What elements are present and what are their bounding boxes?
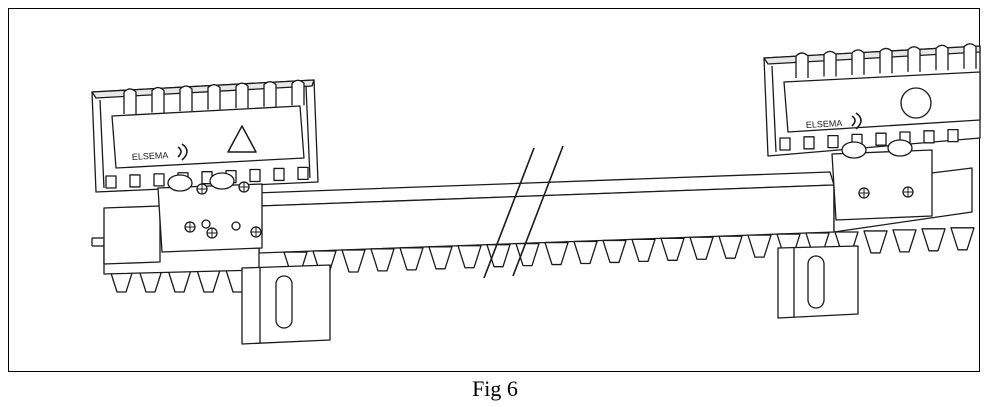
rack-tooth <box>892 229 917 253</box>
housing-rib <box>179 85 193 112</box>
housing-bottom-rib <box>803 136 815 150</box>
mounting-bracket-right <box>777 245 859 319</box>
housing-bottom-rib <box>153 173 165 187</box>
housing-bottom-rib <box>129 174 141 188</box>
housing-rib <box>123 88 137 114</box>
housing-bottom-rib <box>827 134 839 149</box>
gear-rack <box>103 167 975 293</box>
housing-rib <box>851 49 865 75</box>
rack-tooth <box>573 240 598 265</box>
rack-tooth <box>660 237 685 261</box>
bracket-left-slot <box>275 275 293 329</box>
left-hole-2 <box>231 221 241 231</box>
right-label-panel <box>783 71 981 133</box>
break-line-left <box>483 147 535 279</box>
housing-rib <box>235 82 249 109</box>
housing-bottom-rib <box>779 137 791 151</box>
housing-rib <box>879 47 893 74</box>
right-roller-1 <box>841 141 867 159</box>
warning-triangle-icon <box>227 125 257 153</box>
rack-tooth <box>515 242 540 267</box>
housing-rib <box>963 43 977 69</box>
rack-tooth <box>196 269 221 293</box>
right-brand-label: ELSEMA <box>806 118 843 130</box>
figure-caption: Fig 6 <box>472 376 518 401</box>
rack-tooth <box>428 246 453 270</box>
rack-tooth <box>602 239 627 264</box>
right-housing-bottom-ribs <box>779 128 959 151</box>
rack-tooth <box>863 230 888 254</box>
housing-rib <box>795 52 809 78</box>
left-roller-1 <box>167 174 193 192</box>
rack-tooth <box>544 241 569 266</box>
housing-bottom-rib <box>297 166 309 181</box>
left-limit-unit: ELSEMA <box>91 79 319 265</box>
mounting-bracket-left <box>241 264 331 345</box>
right-limit-unit: ELSEMA <box>763 43 981 221</box>
housing-rib <box>207 83 221 110</box>
left-wireless-icon <box>177 143 188 161</box>
housing-rib <box>823 50 837 77</box>
rack-tooth <box>167 269 192 293</box>
housing-bottom-rib <box>923 130 935 144</box>
left-housing-ribs <box>123 79 305 114</box>
rack-tooth <box>921 228 946 252</box>
housing-rib <box>151 86 165 113</box>
bracket-right-slot <box>807 255 825 309</box>
housing-bottom-rib <box>249 168 261 183</box>
gear-rack-diagram: ELSEMA ELSEMA <box>91 43 981 345</box>
housing-bottom-rib <box>105 175 117 189</box>
housing-rib <box>907 46 921 72</box>
housing-bottom-rib <box>875 132 887 146</box>
break-line-right <box>512 145 564 277</box>
housing-rib <box>263 81 277 107</box>
rack-tooth <box>747 234 772 258</box>
rack-tooth <box>457 245 482 269</box>
rack-tooth <box>950 227 975 251</box>
housing-bottom-rib <box>273 167 285 182</box>
right-roller-2 <box>887 139 913 157</box>
rack-tooth <box>399 247 424 271</box>
right-mount-plate <box>831 149 933 221</box>
housing-rib <box>291 79 305 106</box>
rack-tooth <box>370 248 395 272</box>
right-housing-ribs <box>795 43 977 78</box>
rack-tooth <box>631 238 656 263</box>
rack-tooth <box>689 236 714 260</box>
housing-rib <box>935 44 949 71</box>
housing-bottom-rib <box>947 128 959 143</box>
rack-tooth <box>718 235 743 259</box>
rack-tooth <box>341 249 366 273</box>
left-hole-1 <box>201 219 211 229</box>
figure-frame <box>8 8 980 372</box>
right-wireless-icon <box>851 112 862 130</box>
left-roller-2 <box>209 172 235 190</box>
left-mount-plate <box>157 183 263 253</box>
break-lines <box>483 145 564 279</box>
left-side-block <box>103 205 161 265</box>
left-brand-label: ELSEMA <box>132 150 169 162</box>
right-button-circle <box>900 87 932 119</box>
